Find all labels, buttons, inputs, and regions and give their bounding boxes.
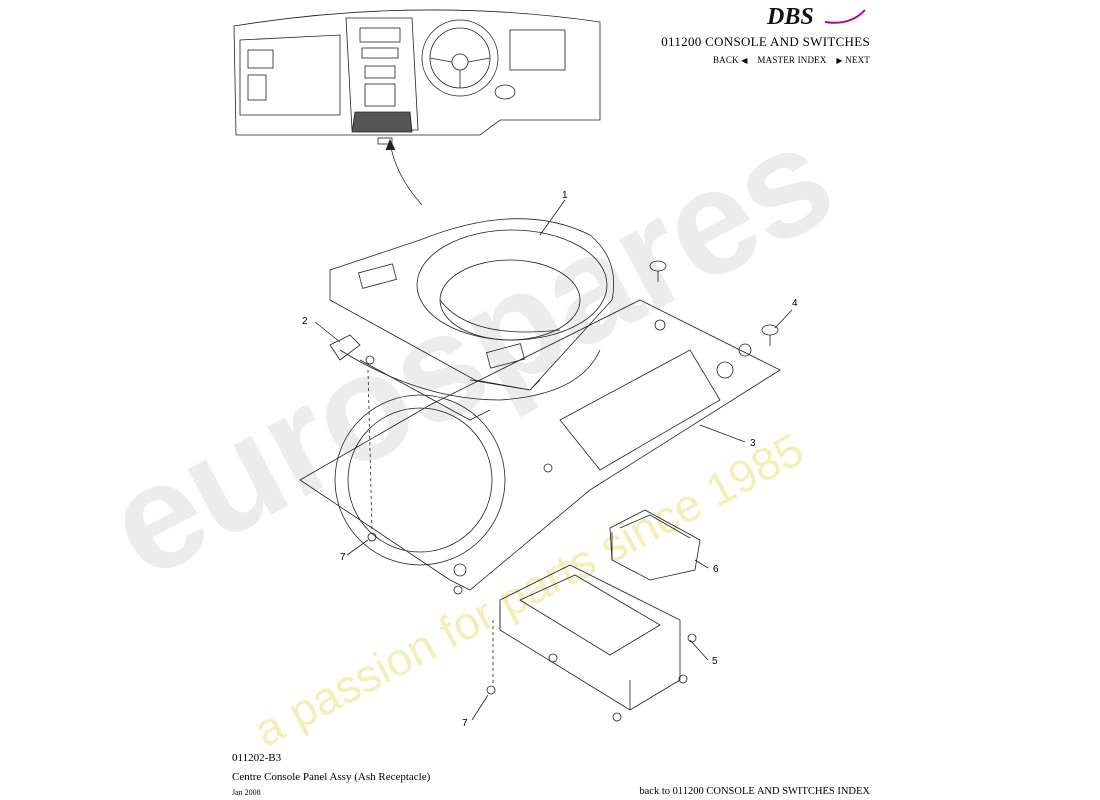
part-1-trim-ring <box>329 218 615 391</box>
part-5-housing <box>499 564 697 722</box>
callout-3: 3 <box>750 438 756 449</box>
master-index-link[interactable]: MASTER INDEX <box>757 55 827 65</box>
brand-text: DBS <box>766 4 814 30</box>
back-label: BACK <box>712 55 739 65</box>
pointer-arrow <box>389 141 423 206</box>
drawing-code: 011202-B3 <box>232 752 282 764</box>
next-label: NEXT <box>845 55 870 65</box>
part-6-ash-cup <box>609 509 701 581</box>
part-2-bracket <box>329 334 601 421</box>
part-7-pins <box>367 463 553 695</box>
callout-5: 5 <box>712 656 718 667</box>
arrow-left-icon: ◀ <box>741 56 748 65</box>
nav-bar: BACK ◀ MASTER INDEX ▶ NEXT <box>700 55 870 65</box>
next-link[interactable]: ▶ NEXT <box>836 55 870 65</box>
callout-1: 1 <box>562 190 568 201</box>
part-4-screws <box>649 260 779 346</box>
callout-4: 4 <box>792 298 798 309</box>
callout-6: 6 <box>713 564 719 575</box>
dashboard-overview <box>233 9 601 145</box>
back-link[interactable]: BACK ◀ <box>713 55 748 65</box>
drawing-date: Jan 2008 <box>232 788 261 797</box>
arrow-right-icon: ▶ <box>836 56 843 65</box>
callout-7-lower: 7 <box>462 718 468 729</box>
callout-2: 2 <box>302 316 308 327</box>
drawing-title: Centre Console Panel Assy (Ash Receptacl… <box>232 771 431 783</box>
part-3-base-plate <box>299 299 781 591</box>
section-title: 011200 CONSOLE AND SWITCHES <box>661 34 870 49</box>
dbs-logo: DBS <box>766 4 866 30</box>
back-to-index-link[interactable]: back to 011200 CONSOLE AND SWITCHES INDE… <box>639 786 870 797</box>
callout-7-upper: 7 <box>340 552 346 563</box>
